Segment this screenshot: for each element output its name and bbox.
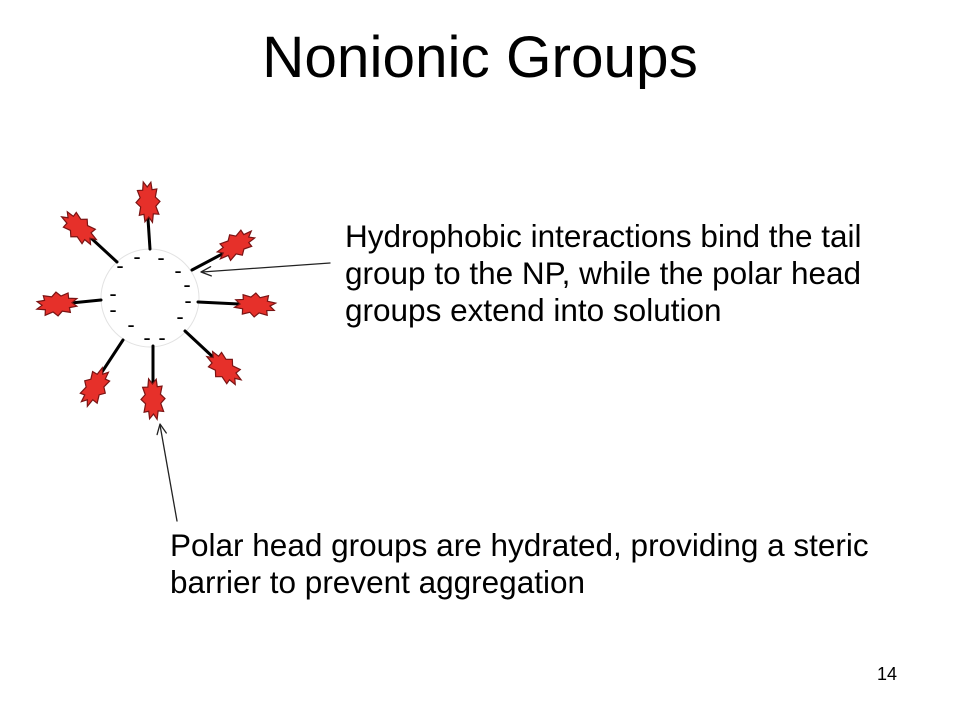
negative-charge: - (174, 258, 181, 283)
polar-head-starburst (211, 223, 261, 267)
negative-charge: - (176, 304, 183, 329)
tail-line (190, 251, 226, 272)
slide-title: Nonionic Groups (262, 25, 698, 90)
annotation-line: barrier to prevent aggregation (170, 564, 586, 600)
annotation-line: group to the NP, while the polar head (345, 255, 862, 291)
negative-charge: - (184, 288, 191, 313)
polar-head-starburst (233, 291, 277, 320)
negative-charge: - (157, 245, 164, 270)
tail-lines (69, 217, 241, 386)
tail-line (146, 217, 152, 251)
page-number: 14 (876, 664, 897, 684)
negative-charge: - (143, 325, 150, 350)
hydrophobic-interaction-annotation: Hydrophobic interactions bind the tail g… (345, 218, 862, 329)
negative-charge: - (116, 253, 123, 278)
polar-head-annotation: Polar head groups are hydrated, providin… (170, 527, 869, 601)
negative-charge: - (133, 244, 140, 269)
polar-head-starburst (73, 362, 117, 412)
tail-line (69, 298, 103, 305)
negative-charge: - (109, 281, 116, 306)
polar-head-starburst (139, 377, 167, 421)
arrowhead (200, 266, 212, 277)
negative-charge: - (183, 272, 190, 297)
tail-line (183, 329, 216, 360)
annotation-line: groups extend into solution (345, 292, 722, 328)
tail-line (196, 300, 241, 306)
tail-line (100, 338, 125, 374)
arrow-shaft (201, 262, 331, 273)
surface-charges: - - - - - - - - - - - - (109, 244, 191, 350)
arrow-to-tail-region (200, 262, 331, 277)
arrow-shaft (159, 424, 178, 522)
arrow-to-polar-head (156, 423, 178, 522)
annotation-line: Polar head groups are hydrated, providin… (170, 527, 869, 563)
negative-charge: - (127, 312, 134, 337)
polar-head-starburst (34, 289, 79, 319)
arrowhead (156, 423, 167, 436)
negative-charge: - (158, 325, 165, 350)
negative-charge: - (109, 297, 116, 322)
polar-head-starburst (134, 180, 162, 224)
tail-line (89, 236, 119, 264)
annotation-line: Hydrophobic interactions bind the tail (345, 218, 862, 254)
